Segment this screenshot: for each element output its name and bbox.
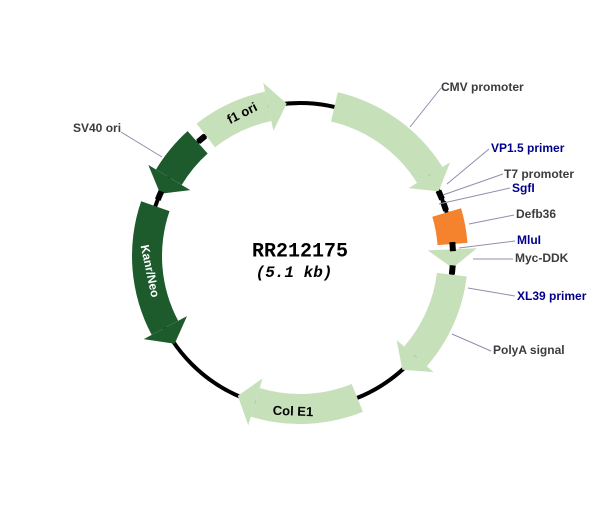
leader-line-xl39 — [467, 287, 516, 297]
leader-line-vp15 — [446, 148, 490, 185]
site-tick — [448, 265, 456, 275]
feature-f1-ori — [196, 91, 272, 148]
feature-col-e1 — [250, 383, 363, 425]
feature-f1-ori-arrowhead — [263, 82, 287, 131]
feature-label-mlui-site: MluI — [517, 233, 541, 247]
feature-kanr-neo-arrowhead — [143, 316, 187, 344]
plasmid-size: (5.1 kb) — [255, 264, 333, 282]
leader-line-polya — [451, 333, 492, 352]
feature-polya-signal-arrowhead — [396, 339, 434, 373]
feature-sv40-ori — [156, 131, 208, 185]
feature-sv40-ori-arrowhead — [148, 164, 191, 194]
feature-label-sgfi-site: SgfI — [512, 181, 535, 195]
feature-cmv-promoter-arrowhead — [408, 162, 451, 192]
site-tick — [154, 190, 165, 201]
leader-line-sv40 — [120, 131, 163, 158]
feature-label-sv40-ori: SV40 ori — [73, 121, 122, 135]
band-label-col-e1: Col E1 — [272, 402, 314, 420]
leader-line-mlui — [458, 240, 516, 249]
site-tick — [435, 189, 445, 201]
leader-line-defb36 — [468, 214, 515, 225]
feature-label-cmv-promoter: CMV promoter — [441, 80, 524, 94]
feature-label-xl39-primer: XL39 primer — [517, 289, 587, 303]
leader-line-t7 — [442, 173, 504, 196]
plasmid-title: RR212175 — [251, 240, 349, 264]
leader-line-sgfi — [438, 187, 511, 205]
feature-label-defb36: Defb36 — [516, 207, 557, 221]
leader-line-cmv — [409, 87, 442, 128]
feature-label-vp1-5-primer: VP1.5 primer — [491, 141, 565, 155]
feature-defb36 — [432, 208, 468, 246]
feature-cmv-promoter — [331, 92, 443, 183]
site-tick — [196, 133, 208, 145]
feature-label-t7-promoter: T7 promoter — [504, 167, 575, 181]
site-tick — [449, 241, 456, 252]
feature-label-polya-signal: PolyA signal — [493, 343, 565, 357]
feature-label-myc-ddk: Myc-DDK — [515, 251, 569, 265]
feature-polya-signal — [404, 272, 467, 367]
feature-myc-ddk-arrowhead — [427, 248, 477, 268]
feature-col-e1-arrowhead — [237, 378, 263, 426]
feature-kanr-neo — [131, 201, 179, 335]
